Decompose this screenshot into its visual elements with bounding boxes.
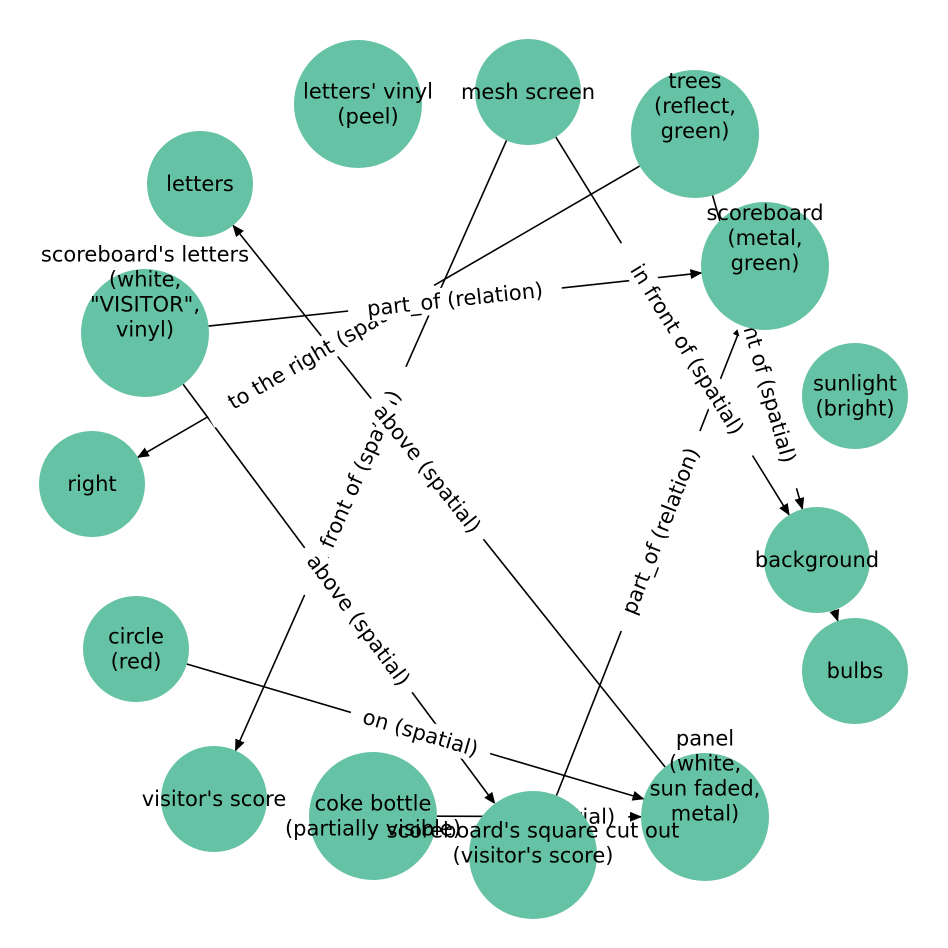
node-circle-visitors-score <box>161 746 267 852</box>
node-circle-mesh-screen <box>475 39 581 145</box>
node-label-scoreboards-letters: (white, <box>109 268 181 292</box>
node-label-scoreboards-letters: scoreboard's letters <box>41 243 249 267</box>
node-label-letters: letters <box>166 172 234 196</box>
edge-label-group: part_of (relation) <box>609 426 713 636</box>
node-label-panel: (white, <box>669 752 741 776</box>
node-circle-trees <box>631 70 759 198</box>
edge-label-background <box>360 390 494 548</box>
edge-label-background <box>346 274 564 325</box>
edge-background-to-bulbs <box>829 608 840 622</box>
edge-label-background <box>609 426 713 636</box>
node-label-scoreboards-letters: "VISITOR", <box>90 293 200 317</box>
node-circle-scoreboards-letters <box>81 269 209 397</box>
node-visitors-score: visitor's score <box>142 746 287 852</box>
node-circle-background <box>764 507 870 613</box>
edge-label-background <box>294 540 423 701</box>
node-circle-circle <box>83 596 189 702</box>
node-background: background <box>755 507 879 613</box>
node-label-square-cut-out: scoreboard's square cut out <box>387 819 680 843</box>
node-label-sunlight: sunlight <box>813 372 897 396</box>
node-bulbs: bulbs <box>802 618 908 724</box>
node-label-visitors-score: visitor's score <box>142 787 287 811</box>
node-label-scoreboard: scoreboard <box>706 201 823 225</box>
node-label-mesh-screen: mesh screen <box>461 80 595 104</box>
node-circle-bulbs <box>802 618 908 724</box>
node-label-panel: sun faded, <box>650 777 761 801</box>
edge-label-square-cut-out-to-scoreboard: part_of (relation) <box>617 444 705 618</box>
edge-label-background <box>347 700 494 766</box>
node-coke-bottle: coke bottle(partially visible) <box>285 752 461 880</box>
node-label-panel: panel <box>676 727 734 751</box>
node-label-background: background <box>755 548 879 572</box>
node-letters-vinyl: letters' vinyl(peel) <box>294 40 433 168</box>
node-label-letters-vinyl: letters' vinyl <box>303 80 433 104</box>
node-label-panel: metal) <box>671 802 740 826</box>
node-sunlight: sunlight(bright) <box>802 343 908 449</box>
node-circle-panel <box>641 753 769 881</box>
node-label-scoreboards-letters: vinyl) <box>116 318 174 342</box>
node-label-square-cut-out: (visitor's score) <box>453 844 614 868</box>
node-circle-sunlight <box>802 343 908 449</box>
node-label-sunlight: (bright) <box>815 397 894 421</box>
node-label-coke-bottle: (partially visible) <box>285 817 461 841</box>
node-right: right <box>39 431 145 537</box>
node-label-coke-bottle: coke bottle <box>315 792 432 816</box>
node-label-trees: (reflect, <box>654 94 736 118</box>
edge-label-group: above (spatial) <box>294 540 423 701</box>
node-scoreboards-letters: scoreboard's letters(white,"VISITOR",vin… <box>41 243 249 397</box>
node-circle-square-cut-out <box>469 791 597 919</box>
edge-label-background <box>610 236 764 463</box>
node-label-circle: (red) <box>111 650 162 674</box>
node-label-scoreboard: green) <box>731 251 800 275</box>
node-circle-right <box>39 431 145 537</box>
edge-label-group: part_of (relation) <box>346 274 564 325</box>
node-circle: circle(red) <box>83 596 189 702</box>
node-scoreboard: scoreboard(metal,green) <box>701 201 829 330</box>
node-label-scoreboard: (metal, <box>727 226 802 250</box>
node-circle-letters <box>147 131 253 237</box>
node-circle-scoreboard <box>701 202 829 330</box>
node-label-trees: trees <box>668 69 721 93</box>
node-trees: trees(reflect,green) <box>631 69 759 198</box>
node-square-cut-out: scoreboard's square cut out(visitor's sc… <box>387 791 680 919</box>
node-mesh-screen: mesh screen <box>461 39 595 145</box>
edge-label-panel-to-letters: above (spatial) <box>369 400 486 538</box>
node-panel: panel(white,sun faded,metal) <box>641 727 769 881</box>
node-label-right: right <box>67 472 116 496</box>
node-circle-coke-bottle <box>309 752 437 880</box>
node-label-trees: green) <box>661 119 730 143</box>
node-label-bulbs: bulbs <box>827 659 884 683</box>
node-label-letters-vinyl: (peel) <box>337 105 398 129</box>
node-label-circle: circle <box>108 625 164 649</box>
node-letters: letters <box>147 131 253 237</box>
edge-label-group: above (spatial) <box>360 390 494 548</box>
edge-label-scoreboards-letters-to-square-cut-out: above (spatial) <box>302 550 415 691</box>
node-circle-letters-vinyl <box>294 40 422 168</box>
nodes-layer: letters' vinyl(peel) mesh screen trees(ref… <box>39 39 908 919</box>
edge-label-scoreboards-letters-to-scoreboard: part_of (relation) <box>366 278 545 322</box>
